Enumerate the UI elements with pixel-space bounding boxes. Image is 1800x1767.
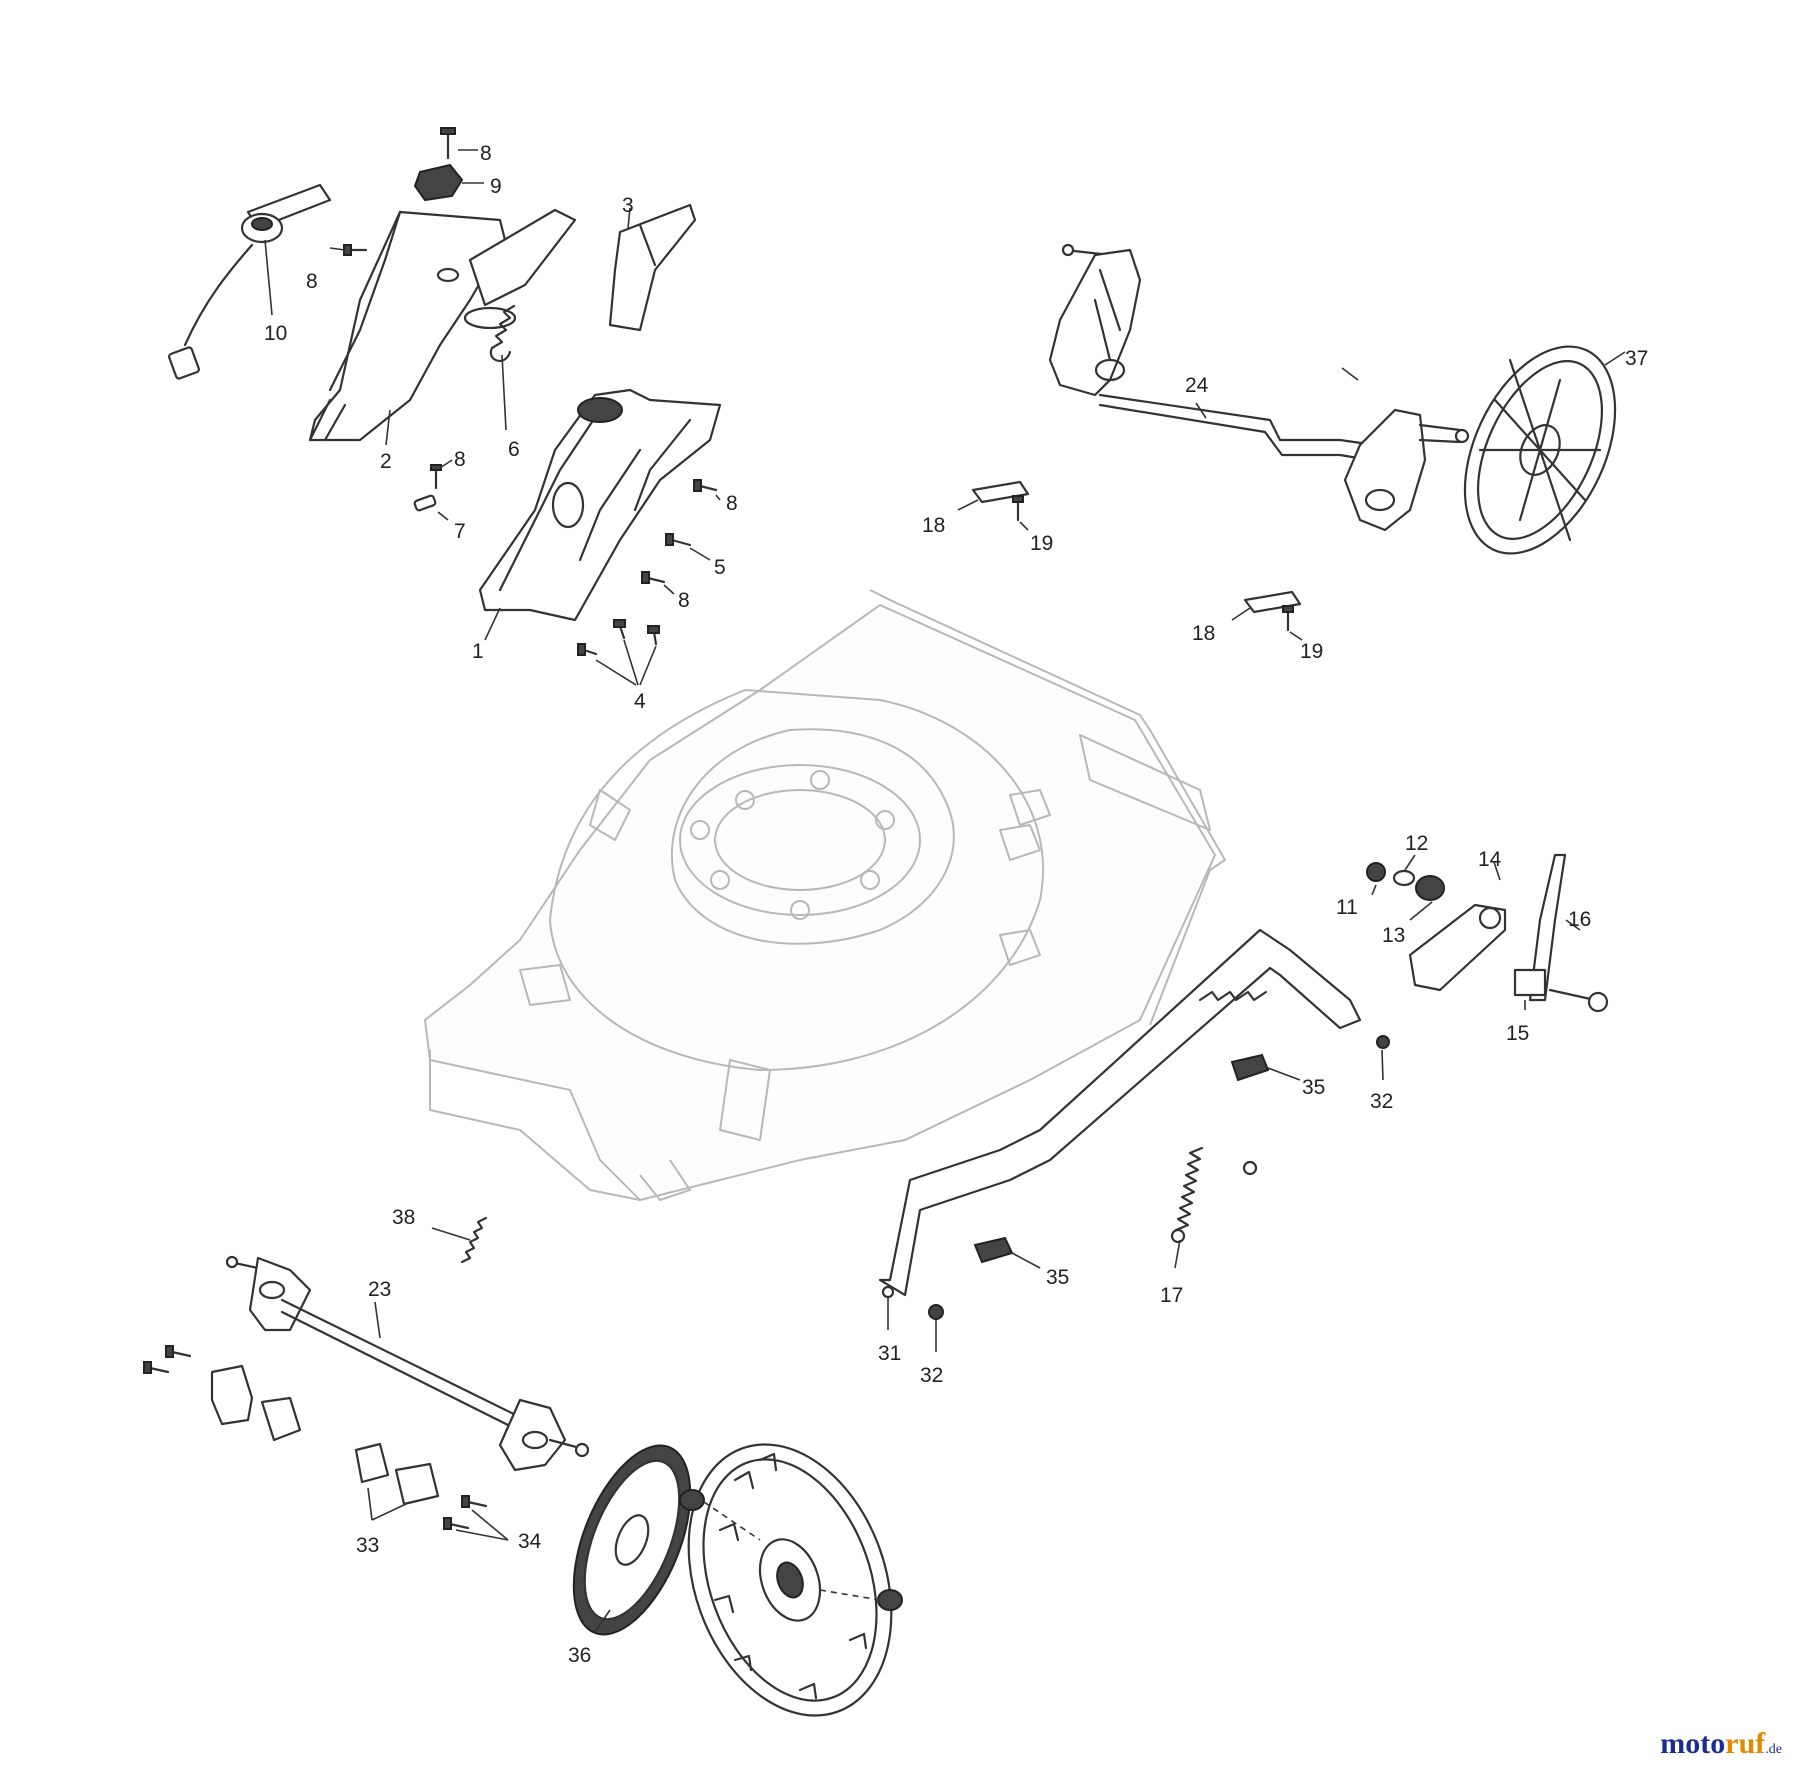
callout-23: 23: [368, 1278, 391, 1301]
callout-7: 7: [454, 520, 466, 543]
wheel-icon: [1463, 345, 1617, 555]
callout-31: 31: [878, 1342, 901, 1365]
front-axle-part: [225, 1255, 590, 1472]
callout-19: 19: [1300, 640, 1323, 663]
callout-35: 35: [1046, 1266, 1069, 1289]
callout-32: 32: [1370, 1090, 1393, 1113]
callout-14: 14: [1478, 848, 1502, 871]
cover-cap-part: [413, 127, 464, 202]
callout-32: 32: [920, 1364, 943, 1387]
callout-8: 8: [480, 142, 492, 165]
callout-10: 10: [264, 322, 287, 345]
axle-icon: [1048, 243, 1470, 532]
callout-19: 19: [1030, 532, 1053, 555]
wheel-icon: [679, 1443, 903, 1717]
callout-1: 1: [472, 640, 484, 663]
callout-24: 24: [1185, 374, 1209, 397]
callout-18: 18: [1192, 622, 1215, 645]
callout-11: 11: [1336, 896, 1358, 919]
callout-labels: 8 9 8 3 10 6 2 8 7 8 5 8 1 4 24 37 18 19…: [264, 142, 1648, 1667]
callout-5: 5: [714, 556, 726, 579]
spring-icon: [489, 304, 516, 363]
bracket-part: [143, 1345, 488, 1530]
grip-cover-part: [608, 203, 697, 332]
callout-8: 8: [726, 492, 738, 515]
clip-part: [971, 480, 1302, 632]
callout-18: 18: [922, 514, 945, 537]
callout-36: 36: [568, 1644, 591, 1667]
screw-icon: [343, 244, 718, 656]
callout-13: 13: [1382, 924, 1405, 947]
callout-3: 3: [622, 194, 634, 217]
callout-17: 17: [1160, 1284, 1183, 1307]
height-lever-part: [878, 928, 1362, 1299]
callout-15: 15: [1506, 1022, 1529, 1045]
callout-34: 34: [518, 1530, 542, 1553]
torsion-spring-part: [460, 1216, 488, 1264]
callout-12: 12: [1405, 832, 1428, 855]
handle-housing-icon: [478, 388, 722, 622]
callout-2: 2: [380, 450, 392, 473]
wheel-hub-part: [572, 1444, 692, 1636]
callout-9: 9: [490, 175, 502, 198]
callout-8: 8: [678, 589, 690, 612]
callout-8: 8: [306, 270, 318, 293]
callout-33: 33: [356, 1534, 379, 1557]
callout-8: 8: [454, 448, 466, 471]
callout-16: 16: [1568, 908, 1591, 931]
callout-38: 38: [392, 1206, 415, 1229]
upper-housing-part: [308, 208, 577, 442]
mower-deck-icon: [423, 589, 1226, 1202]
watermark-logo: motoruf.de: [1660, 1727, 1782, 1760]
callout-4: 4: [634, 690, 646, 713]
cable-switch-part: [168, 183, 332, 380]
callout-35: 35: [1302, 1076, 1325, 1099]
callout-6: 6: [508, 438, 520, 461]
lever-parts: [928, 853, 1609, 1320]
callout-37: 37: [1625, 347, 1648, 370]
